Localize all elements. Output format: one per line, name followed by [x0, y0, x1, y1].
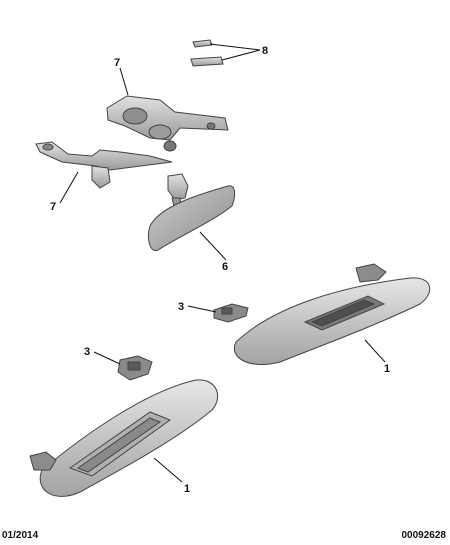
callout-8: 8: [262, 45, 268, 57]
leader-8b: [221, 49, 261, 61]
leader-3a: [187, 305, 217, 313]
leader-6: [199, 231, 227, 261]
callout-3-upper: 3: [178, 301, 184, 313]
callout-1-lower: 1: [184, 483, 190, 495]
lamp-cover-small-part: [192, 39, 213, 48]
leader-7b: [59, 171, 79, 204]
callout-6: 6: [222, 261, 228, 273]
roof-console-upper-part: [106, 95, 229, 152]
leader-3b: [93, 351, 121, 365]
visor-clip-lower-part: [117, 355, 153, 381]
callout-1-upper: 1: [384, 363, 390, 375]
leader-1a: [364, 339, 386, 363]
callout-7-lower: 7: [50, 201, 56, 213]
callout-3-lower: 3: [84, 346, 90, 358]
rearview-mirror-part: [147, 173, 236, 252]
sun-visor-left-part: [29, 379, 218, 497]
visor-clip-upper-part: [213, 303, 249, 323]
leader-7a: [119, 67, 129, 96]
footer-reference: 00092628: [401, 530, 447, 541]
lamp-cover-long-part: [190, 56, 224, 67]
leader-1b: [153, 457, 183, 483]
footer-date: 01/2014: [2, 530, 39, 541]
leader-8a: [209, 43, 261, 51]
mirror-cover-lower-part: [35, 141, 173, 189]
callout-7-upper: 7: [114, 57, 120, 69]
sun-visor-right-part: [233, 263, 431, 366]
